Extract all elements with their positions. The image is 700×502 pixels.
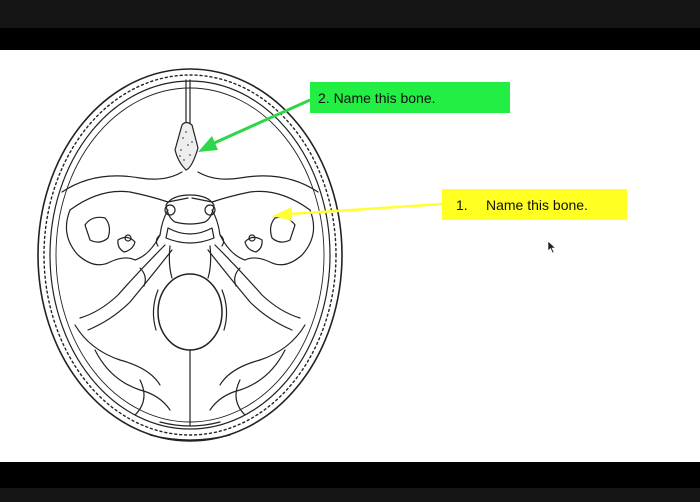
skull-base-diagram — [37, 68, 443, 442]
clivus — [168, 245, 212, 279]
middle-fossa-left — [65, 209, 169, 266]
petrous-ridge-left — [79, 244, 166, 319]
label-2-text: 2. Name this bone. — [318, 89, 436, 106]
anterior-fossa-right — [197, 171, 319, 193]
petrous-ridge-right — [214, 244, 301, 319]
skull-outer-outline — [37, 68, 343, 442]
sella-turcica — [165, 194, 215, 225]
arrow-2 — [198, 98, 311, 152]
crista-galli — [174, 121, 199, 171]
label-box-1: 1. Name this bone. — [442, 189, 627, 220]
slide-canvas: 2. Name this bone. 1. Name this bone. — [0, 50, 700, 462]
mouse-pointer-icon — [547, 240, 557, 254]
sphenoid-wing-left — [69, 190, 189, 211]
label-1-text: Name this bone. — [486, 196, 588, 213]
foramen-magnum — [157, 273, 223, 351]
label-1-number: 1. — [456, 196, 468, 213]
posterior-fossa-right — [219, 324, 306, 386]
label-box-2: 2. Name this bone. — [310, 82, 510, 113]
skull-diploe-ring — [43, 74, 337, 436]
top-black-band — [0, 28, 700, 50]
crista-galli-dots — [179, 131, 193, 161]
posterior-fossa-left — [74, 324, 161, 386]
top-letterbox-bar — [0, 0, 700, 28]
bottom-strip — [0, 488, 700, 502]
anterior-fossa-left — [61, 171, 183, 193]
arrow-1 — [272, 202, 443, 221]
middle-fossa-right — [211, 209, 315, 266]
sphenoid-wing-right — [191, 190, 311, 211]
